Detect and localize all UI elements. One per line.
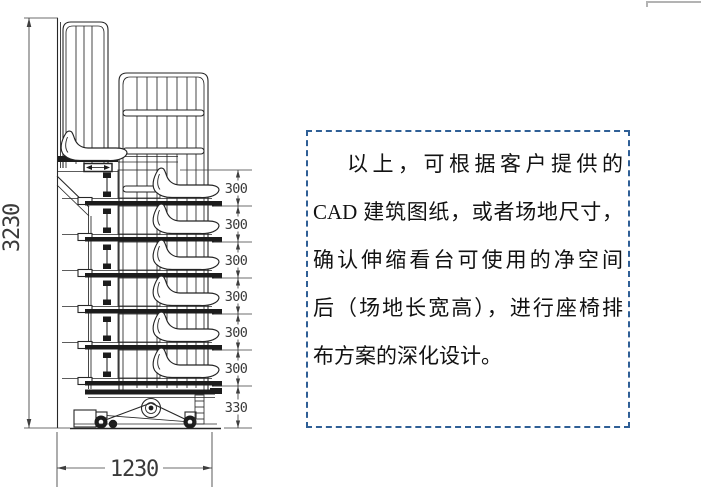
drive-hub: [140, 397, 162, 419]
seat: [152, 203, 220, 235]
slide-direction-marker: [83, 162, 113, 173]
dim-label-total-width: 1230: [110, 457, 158, 482]
top-platform: [58, 130, 178, 173]
seat: [152, 167, 220, 199]
note-line: 布方案的深化设计。: [313, 344, 502, 368]
seat: [60, 130, 128, 162]
note-line: 后（场地长宽高），进行座椅排: [313, 296, 623, 320]
dim-total-width: 1230: [56, 432, 213, 487]
seat: [152, 275, 220, 307]
seat: [152, 311, 220, 343]
table-corner-mark: [646, 1, 701, 3]
note-line: CAD 建筑图纸，或者场地尺寸，: [313, 200, 623, 224]
row-2: [62, 203, 222, 243]
note-line: 以上，可根据客户提供的: [347, 152, 623, 176]
row-1: [62, 167, 222, 207]
stacked-rows: [62, 167, 222, 387]
dim-label-row-rise-2: 300: [225, 217, 248, 233]
dim-label-total-height: 3230: [0, 204, 25, 252]
dim-label-row-rise-1: 300: [225, 181, 248, 197]
dim-label-row-rise-4: 300: [225, 289, 248, 305]
dim-row-rise-chain: 300 300 300 300 300 300 330: [180, 169, 252, 429]
row-3: [62, 239, 222, 279]
row-6: [62, 347, 222, 387]
row-5: [62, 311, 222, 351]
seat: [152, 347, 220, 379]
seat: [152, 239, 220, 271]
note-box: 以上，可根据客户提供的 CAD 建筑图纸，或者场地尺寸， 确认伸缩看台可使用的净…: [306, 130, 630, 428]
dim-total-height: 3230: [0, 17, 70, 429]
row-4: [62, 275, 222, 315]
dim-label-base-rise: 330: [225, 400, 248, 416]
main-frame: [56, 18, 92, 428]
note-line: 确认伸缩看台可使用的净空间: [313, 248, 623, 272]
wheels: [94, 411, 197, 429]
rear-ladder-bracket: [194, 394, 205, 425]
base-undercarriage: [70, 388, 222, 430]
dim-label-row-rise-3: 300: [225, 253, 248, 269]
dim-label-row-rise-5: 300: [225, 325, 248, 341]
table-corner-mark: [646, 1, 648, 7]
dim-label-row-rise-6: 300: [225, 361, 248, 377]
bleacher-elevation-drawing: 3230 300: [0, 17, 252, 487]
